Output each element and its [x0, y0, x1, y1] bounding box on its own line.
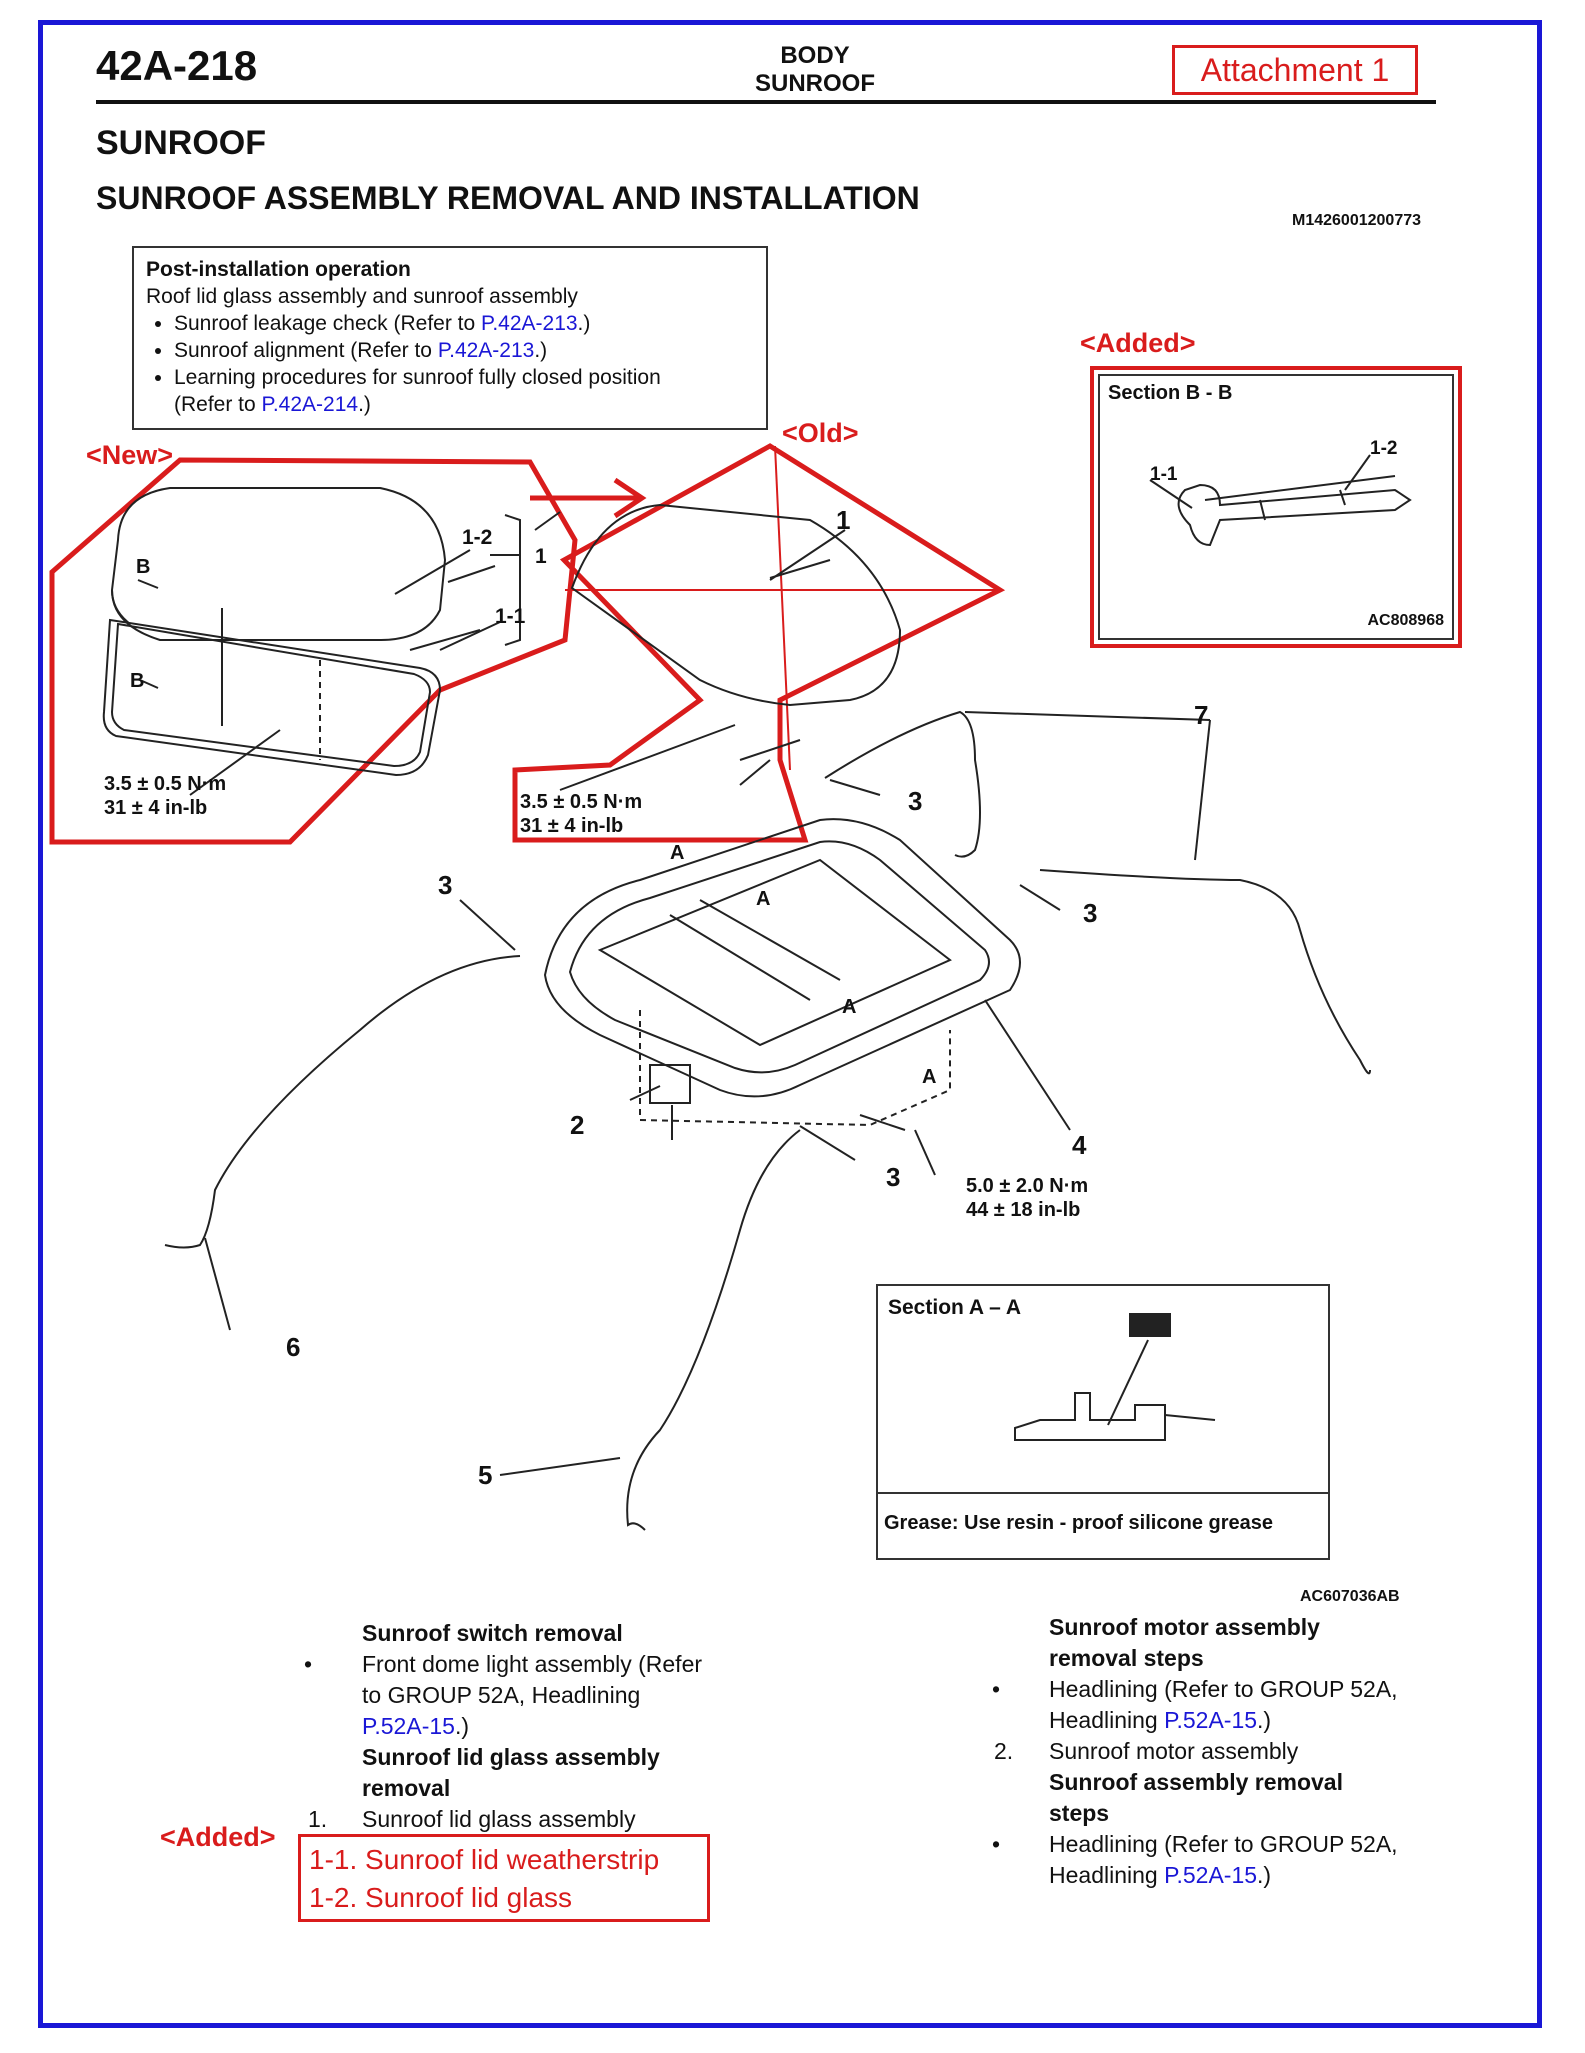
steps-left: Sunroof switch removal • Front dome ligh… [300, 1618, 760, 1835]
callout-b: B [130, 670, 145, 692]
drain-hose-rear-left [626, 1129, 801, 1531]
callout-3: 3 [908, 786, 923, 816]
added-step: 1-2. Sunroof lid glass [309, 1882, 573, 1913]
page-frame [38, 20, 1542, 2028]
motor-removal-step: 2. Sunroof motor assembly [994, 1738, 1299, 1764]
bullet-icon: • [304, 1651, 313, 1677]
post-install-line: Roof lid glass assembly and sunroof asse… [146, 285, 578, 308]
torque-frame: 5.0 ± 2.0 N·m 44 ± 18 in-lb [966, 1174, 1088, 1222]
doc-code-section-b: AC808968 [1367, 612, 1445, 629]
switch-removal-heading: Sunroof switch removal [362, 1620, 623, 1646]
header-section-name: BODY [780, 42, 850, 69]
tag-added-bottom: <Added> [160, 1822, 276, 1852]
section-a-a-box: Section A – A Grease: Use resin - proof … [876, 1284, 1330, 1560]
grease-note: Grease: Use resin - proof silicone greas… [878, 1492, 1328, 1558]
torque-old: 3.5 ± 0.5 N·m 31 ± 4 in-lb [520, 790, 642, 838]
callout-1-2: 1-2 [462, 526, 493, 549]
lid-removal-item: 1. Sunroof lid glass assembly [308, 1806, 636, 1832]
torque-new: 3.5 ± 0.5 N·m 31 ± 4 in-lb [104, 772, 226, 820]
added-steps-box: 1-1. Sunroof lid weatherstrip 1-2. Sunro… [298, 1834, 710, 1922]
page-number: 42A-218 [96, 42, 258, 89]
bullet-icon: • [992, 1831, 1001, 1857]
tag-old: <Old> [782, 418, 859, 448]
callout-b: B [136, 556, 151, 578]
torque-value-inlb: 31 ± 4 in-lb [104, 797, 208, 819]
sunroof-frame [543, 818, 1021, 1098]
doc-code-top: M1426001200773 [1292, 212, 1422, 229]
torque-value-inlb: 31 ± 4 in-lb [520, 815, 624, 837]
post-install-item: Learning procedures for sunroof fully cl… [174, 364, 754, 418]
section-b-b-box: Section B - B 1-1 1-2 AC808968 [1090, 366, 1462, 648]
tag-new: <New> [86, 440, 174, 470]
drain-hose-front-right [824, 710, 981, 858]
lid-removal-heading: Sunroof lid glass assembly removal [362, 1744, 660, 1801]
post-install-list: Sunroof leakage check (Refer to P.42A-21… [146, 310, 754, 418]
callout-3: 3 [1083, 898, 1098, 928]
new-group-outline [49, 457, 578, 845]
old-lid-glass [570, 503, 902, 707]
section-b-label: 1-2 [1370, 438, 1398, 459]
steps-right: Sunroof motor assembly removal steps • H… [984, 1612, 1444, 1891]
callout-a: A [922, 1066, 937, 1088]
torque-value-nm: 3.5 ± 0.5 N·m [520, 791, 643, 813]
page-subtitle: SUNROOF ASSEMBLY REMOVAL AND INSTALLATIO… [96, 180, 920, 216]
callout-1: 1 [535, 545, 547, 568]
post-install-heading: Post-installation operation [146, 258, 411, 281]
callout-3: 3 [438, 870, 453, 900]
new-weatherstrip [102, 618, 442, 777]
doc-code-figure: AC607036AB [1300, 1588, 1400, 1605]
callout-1: 1 [836, 505, 851, 535]
added-step: 1-1. Sunroof lid weatherstrip [309, 1844, 660, 1875]
reference-link[interactable]: P.42A-213 [437, 339, 535, 362]
header-section: BODY SUNROOF [700, 42, 930, 98]
callout-a: A [670, 842, 685, 864]
callout-6: 6 [286, 1332, 301, 1362]
reference-link[interactable]: P.42A-214 [261, 393, 359, 416]
drain-hose-rear-right [1039, 869, 1371, 1075]
callout-a: A [842, 996, 857, 1018]
reference-link[interactable]: P.52A-15 [1164, 1862, 1258, 1888]
assy-removal-item: • Headlining (Refer to GROUP 52A, Headli… [992, 1831, 1398, 1888]
new-lid-glass [110, 487, 447, 641]
page-title: SUNROOF [96, 124, 266, 162]
section-b-title: Section B - B [1108, 382, 1233, 404]
section-a-title: Section A – A [888, 1296, 1022, 1319]
post-install-item: Sunroof leakage check (Refer to P.42A-21… [174, 310, 754, 337]
bullet-icon: • [992, 1676, 1001, 1702]
header-subsection-name: SUNROOF [755, 70, 875, 97]
drain-hose-front-left [164, 955, 521, 1249]
post-installation-box: Post-installation operation Roof lid gla… [132, 246, 768, 430]
callout-1-1: 1-1 [495, 605, 526, 628]
header-rule [96, 100, 1436, 104]
torque-value-nm: 3.5 ± 0.5 N·m [104, 773, 227, 795]
assy-removal-heading: Sunroof assembly removal steps [1049, 1769, 1343, 1826]
attachment-label: Attachment 1 [1172, 45, 1418, 95]
motor-removal-item: • Headlining (Refer to GROUP 52A, Headli… [992, 1676, 1398, 1733]
torque-value-nm: 5.0 ± 2.0 N·m [966, 1175, 1089, 1197]
callout-5: 5 [478, 1460, 493, 1490]
motor-removal-heading: Sunroof motor assembly removal steps [1049, 1614, 1320, 1671]
callout-7: 7 [1194, 700, 1209, 730]
tag-added-top: <Added> [1080, 328, 1196, 358]
torque-value-inlb: 44 ± 18 in-lb [966, 1199, 1081, 1221]
callout-3: 3 [886, 1162, 901, 1192]
switch-removal-item: • Front dome light assembly (Refer to GR… [304, 1651, 703, 1739]
post-install-item: Sunroof alignment (Refer to P.42A-213.) [174, 337, 754, 364]
callout-4: 4 [1072, 1130, 1087, 1160]
reference-link[interactable]: P.52A-15 [1164, 1707, 1258, 1733]
callout-a: A [756, 888, 771, 910]
reference-link[interactable]: P.42A-213 [481, 312, 578, 335]
section-b-label: 1-1 [1150, 464, 1178, 485]
reference-link[interactable]: P.52A-15 [362, 1713, 455, 1739]
old-group-outline [512, 443, 1006, 843]
callout-2: 2 [570, 1110, 585, 1140]
